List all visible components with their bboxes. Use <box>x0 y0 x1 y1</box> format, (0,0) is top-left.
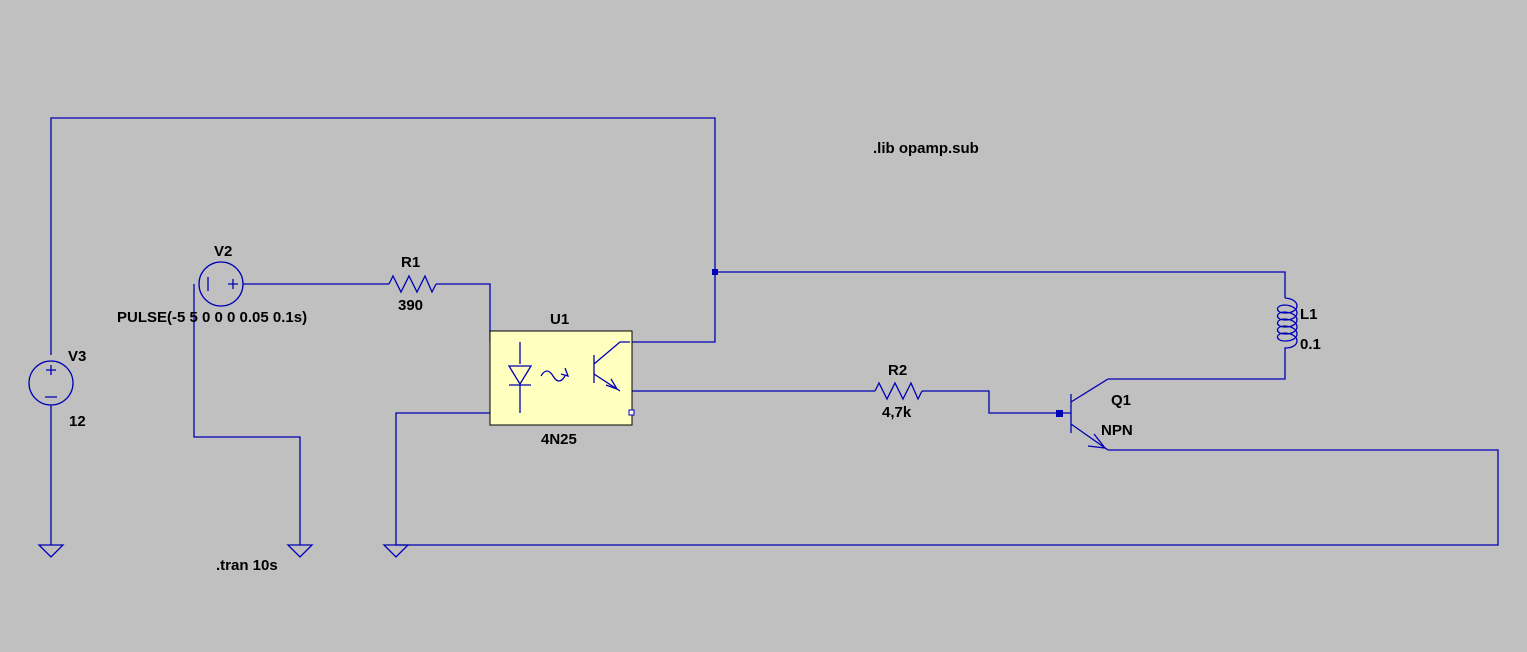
npn-transistor-q1[interactable] <box>1060 378 1109 451</box>
r2-name-label: R2 <box>888 362 907 379</box>
ground-symbol-common[interactable] <box>382 544 410 558</box>
voltage-source-v3[interactable] <box>28 360 74 406</box>
light-wave-icon <box>540 370 566 382</box>
v3-value-label: 12 <box>69 413 86 430</box>
q1-emitter-arrow <box>1087 433 1107 449</box>
wire-junction-to-l1[interactable] <box>715 271 1286 298</box>
q1-value-label: NPN <box>1101 422 1133 439</box>
led-diode-icon <box>507 342 533 413</box>
phototransistor-emitter-arrow <box>605 378 619 391</box>
v3-name-label: V3 <box>68 348 86 365</box>
optocoupler-u1[interactable] <box>489 330 635 426</box>
q1-name-label: Q1 <box>1111 392 1131 409</box>
tran-directive[interactable]: .tran 10s <box>216 557 278 574</box>
wire-top-rail[interactable] <box>50 117 716 355</box>
v2-name-label: V2 <box>214 243 232 260</box>
wire-r2-to-q1[interactable] <box>922 390 1060 414</box>
inductor-l1[interactable] <box>1276 297 1298 356</box>
r1-name-label: R1 <box>401 254 420 271</box>
voltage-source-v2[interactable] <box>198 261 244 307</box>
wires <box>50 117 1499 546</box>
wire-l1-to-q1[interactable] <box>1108 356 1286 380</box>
junction-dot <box>712 269 718 275</box>
v2-value-label: PULSE(-5 5 0 0 0 0.05 0.1s) <box>117 309 307 326</box>
ground-symbol-v3[interactable] <box>37 544 65 558</box>
u1-base-pin[interactable] <box>628 409 635 416</box>
light-arrow-icon <box>560 367 570 377</box>
q1-base-pin-dot <box>1056 410 1063 417</box>
u1-value-label: 4N25 <box>541 431 577 448</box>
r1-value-label: 390 <box>398 297 423 314</box>
wire-q1-emitter-ground[interactable] <box>396 449 1499 546</box>
l1-value-label: 0.1 <box>1300 336 1321 353</box>
resistor-r2[interactable] <box>874 381 923 401</box>
l1-name-label: L1 <box>1300 306 1318 323</box>
resistor-r1[interactable] <box>388 274 437 294</box>
wire-v2-ground[interactable] <box>193 284 301 545</box>
ground-symbol-v2[interactable] <box>286 544 314 558</box>
r2-value-label: 4,7k <box>882 404 912 421</box>
u1-name-label: U1 <box>550 311 569 328</box>
lib-directive[interactable]: .lib opamp.sub <box>873 140 979 157</box>
